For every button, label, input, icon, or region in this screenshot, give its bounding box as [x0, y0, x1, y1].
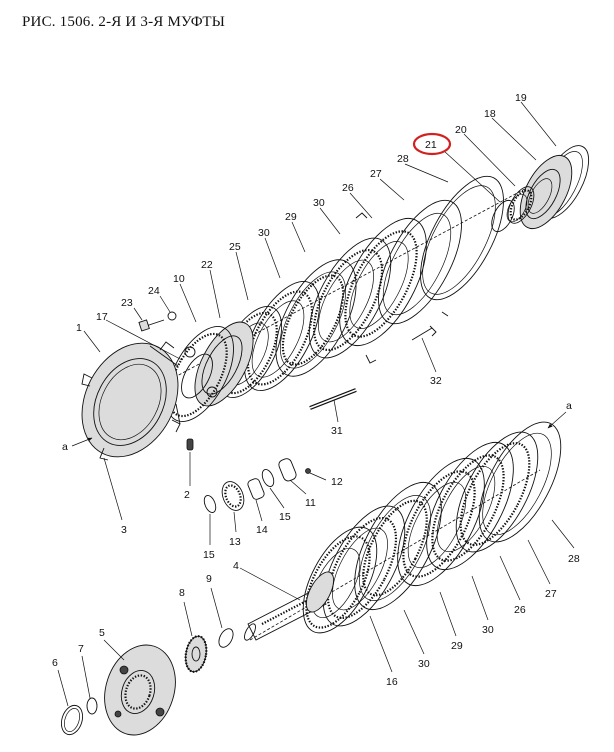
callout-29-upper: 29 — [285, 211, 297, 223]
callout-4: 4 — [233, 560, 239, 572]
callout-5: 5 — [99, 627, 105, 639]
callout-27-upper: 27 — [370, 168, 382, 180]
part-31-rod — [309, 388, 357, 410]
callout-2: 2 — [184, 489, 190, 501]
part-12-ball — [305, 468, 311, 474]
part-2-pin — [186, 438, 194, 451]
part-30-plate-lower-a — [397, 457, 485, 587]
callout-11: 11 — [305, 497, 316, 509]
callout-14: 14 — [256, 524, 268, 536]
callout-19: 19 — [515, 92, 527, 104]
part-5-carrier — [104, 644, 176, 736]
callout-a-lower: a — [566, 400, 572, 412]
callout-18: 18 — [484, 108, 496, 120]
part-27-plate — [378, 199, 462, 337]
part-16-ring-gear — [302, 526, 378, 634]
part-9-snap-ring — [218, 628, 234, 648]
callout-20: 20 — [455, 124, 467, 136]
upper-clutch-assembly — [81, 145, 590, 514]
callout-16: 16 — [386, 676, 398, 688]
callout-32: 32 — [430, 375, 442, 387]
callout-7: 7 — [78, 643, 84, 655]
part-24-washer — [167, 311, 177, 321]
callout-24: 24 — [148, 285, 160, 297]
part-26-disc — [339, 212, 427, 364]
callout-31: 31 — [331, 425, 343, 437]
callout-23: 23 — [121, 297, 133, 309]
part-15-washer-b — [203, 494, 217, 514]
callout-15-b: 15 — [203, 549, 215, 561]
part-10-carrier — [166, 326, 234, 422]
callout-21: 21 — [425, 139, 437, 151]
callout-21-highlight-ring — [412, 132, 452, 156]
part-14-bearing — [247, 478, 265, 500]
callout-3: 3 — [121, 524, 127, 536]
callout-labels: 19 18 20 21 28 27 26 30 29 30 25 22 10 2… — [52, 92, 580, 688]
part-6-snap-ring — [60, 704, 84, 736]
part-1-housing — [81, 341, 181, 461]
part-11-sleeve — [278, 458, 297, 482]
callout-9: 9 — [206, 573, 212, 585]
part-18-piston — [519, 155, 573, 229]
callout-28-lower: 28 — [568, 553, 580, 565]
lower-clutch-assembly — [60, 421, 562, 736]
part-7-ring — [86, 697, 98, 715]
part-32-pin — [411, 327, 433, 341]
part-4-shaft — [244, 571, 335, 641]
part-13-roller-bearing — [221, 481, 245, 511]
callout-17: 17 — [96, 311, 108, 323]
figure-title: РИС. 1506. 2-Я И 3-Я МУФТЫ — [22, 14, 226, 30]
callout-30-lower-b: 30 — [418, 658, 430, 670]
part-23-bolt — [138, 319, 165, 332]
callout-30-upper-b: 30 — [258, 227, 270, 239]
callout-30-lower-a: 30 — [482, 624, 494, 636]
part-30-plate-lower-b — [322, 505, 406, 627]
callout-15-a: 15 — [279, 511, 291, 523]
callout-8: 8 — [179, 587, 185, 599]
callout-26-upper: 26 — [342, 182, 354, 194]
part-8-gear — [184, 635, 208, 673]
part-27-plate-lower — [455, 431, 539, 553]
callout-29-lower: 29 — [451, 640, 463, 652]
part-15-washer-a — [261, 468, 275, 488]
callout-10: 10 — [173, 273, 185, 285]
callout-12: 12 — [331, 476, 343, 488]
callout-13: 13 — [229, 536, 241, 548]
leader-lines — [57, 101, 575, 707]
callout-22: 22 — [201, 259, 213, 271]
part-28-plate — [420, 175, 504, 301]
callout-27-lower: 27 — [545, 588, 557, 600]
callout-30-upper-a: 30 — [313, 197, 325, 209]
callout-1: 1 — [76, 322, 82, 334]
callout-26-lower: 26 — [514, 604, 526, 616]
callout-25: 25 — [229, 241, 241, 253]
callout-a-upper: a — [62, 441, 68, 453]
callout-28-upper: 28 — [397, 153, 409, 165]
callout-6: 6 — [52, 657, 58, 669]
